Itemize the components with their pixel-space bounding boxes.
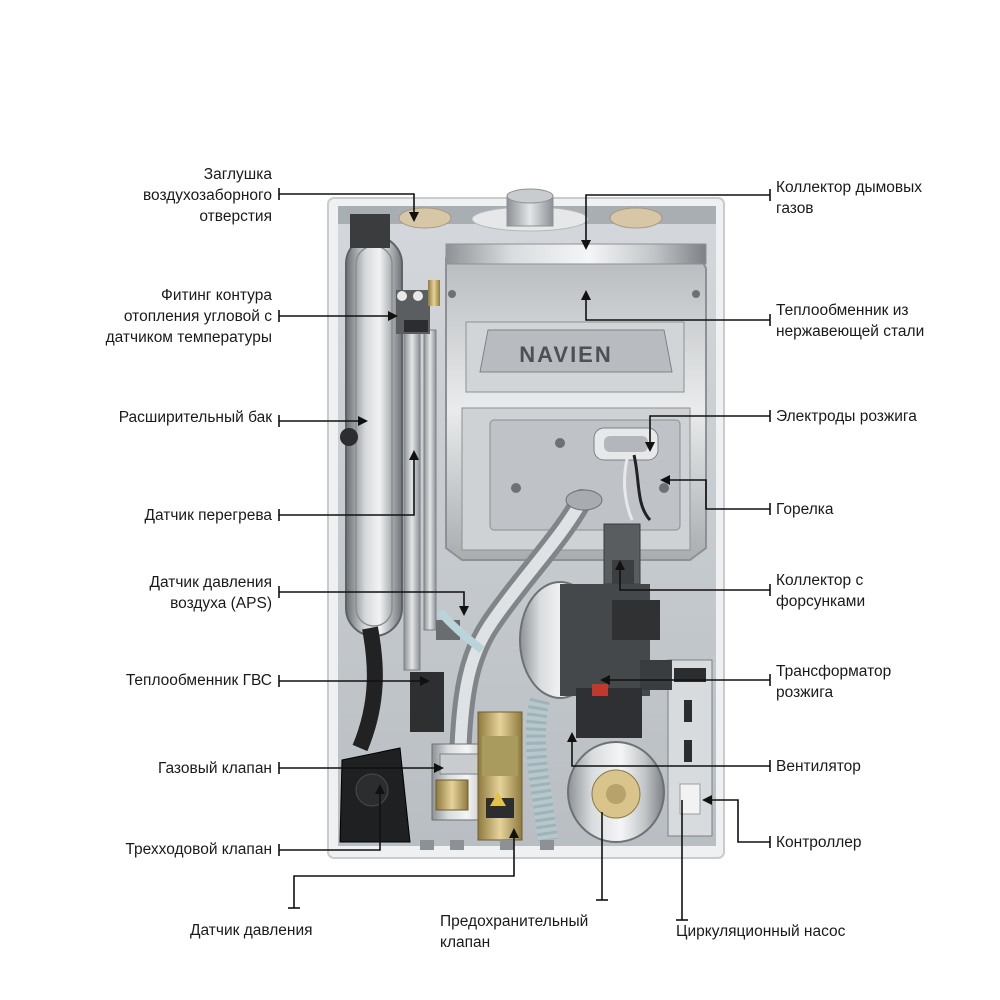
label-dhw-heat-exchanger: Теплообменник ГВС bbox=[126, 670, 272, 691]
label-air-intake-plug: Заглушка воздухозаборного отверстия bbox=[143, 164, 272, 227]
flue-outlet bbox=[472, 189, 588, 231]
label-overheat-sensor: Датчик перегрева bbox=[144, 505, 272, 526]
label-ignition-electrodes: Электроды розжига bbox=[776, 406, 917, 427]
label-expansion-tank: Расширительный бак bbox=[119, 407, 272, 428]
pressure-block bbox=[478, 712, 522, 840]
label-heating-fitting: Фитинг контура отопления угловой с датчи… bbox=[106, 285, 272, 348]
label-pressure-sensor: Датчик давления bbox=[190, 920, 313, 941]
nozzle-manifold bbox=[604, 524, 640, 590]
label-ignition-transformer: Трансформатор розжига bbox=[776, 661, 891, 703]
label-fan: Вентилятор bbox=[776, 756, 861, 777]
brand-logo: NAVIEN bbox=[519, 342, 613, 367]
label-circulation-pump: Циркуляционный насос bbox=[676, 921, 845, 942]
flexible-hose bbox=[536, 700, 548, 840]
label-nozzle-manifold: Коллектор с форсунками bbox=[776, 570, 865, 612]
label-controller: Контроллер bbox=[776, 832, 862, 853]
label-air-pressure-sensor: Датчик давления воздуха (APS) bbox=[149, 572, 272, 614]
label-stainless-hx: Теплообменник из нержавеющей стали bbox=[776, 300, 924, 342]
expansion-tank bbox=[340, 214, 402, 636]
label-gas-valve: Газовый клапан bbox=[158, 758, 272, 779]
label-flue-collector: Коллектор дымовых газов bbox=[776, 177, 922, 219]
label-three-way-valve: Трехходовой клапан bbox=[125, 839, 272, 860]
label-burner: Горелка bbox=[776, 499, 834, 520]
label-safety-valve: Предохранительный клапан bbox=[440, 911, 588, 953]
